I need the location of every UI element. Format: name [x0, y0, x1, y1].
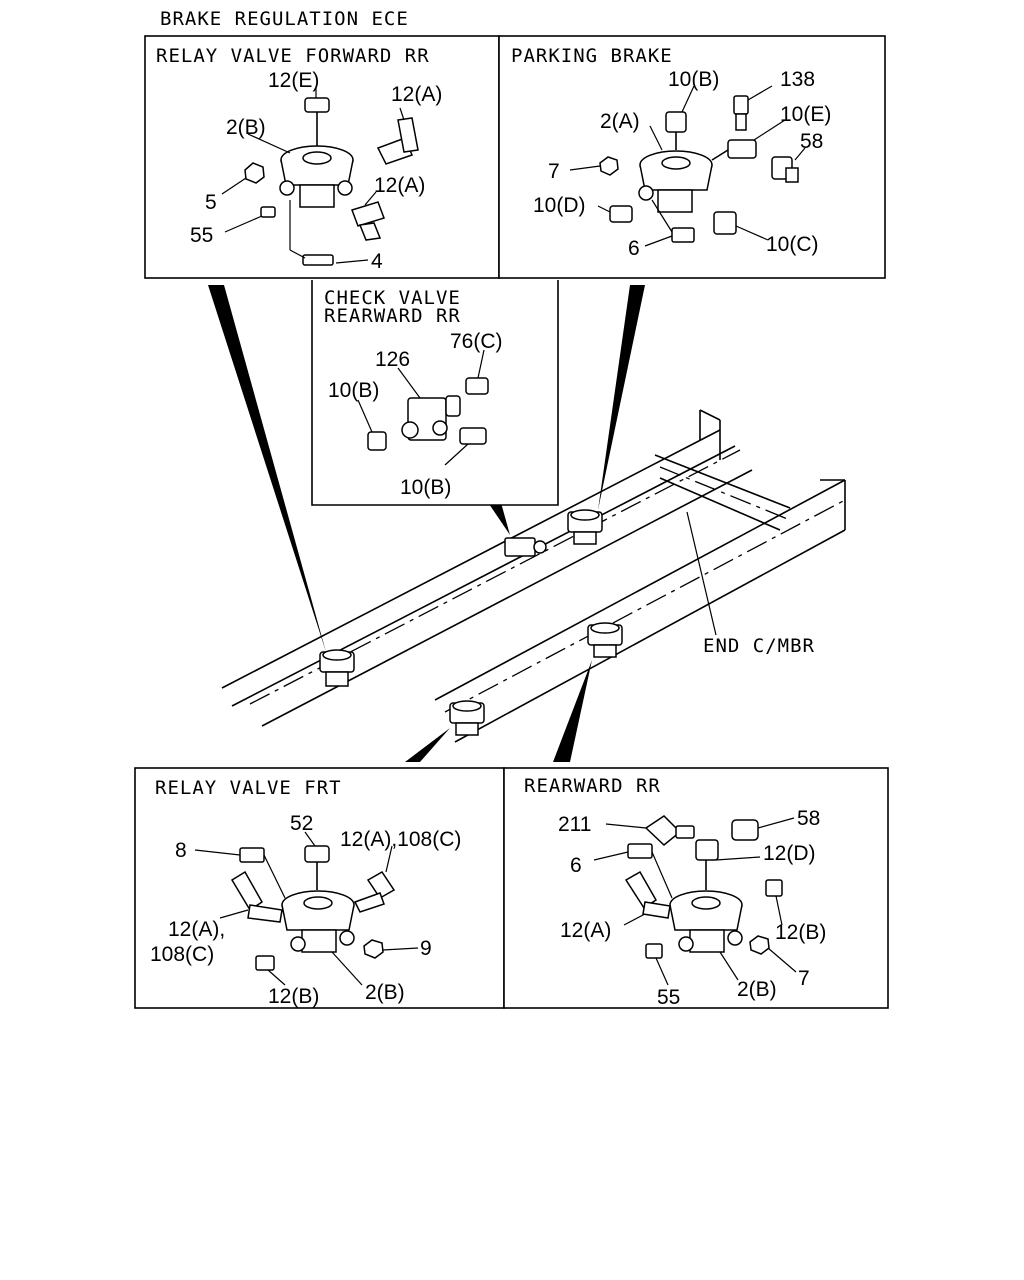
- part-label: 10(D): [533, 194, 586, 217]
- relay-valve-icon: [279, 145, 354, 208]
- elbow-fitting-icon: [644, 815, 695, 846]
- part-label: 4: [371, 250, 383, 273]
- panel-parking-brake: PARKING BRAKE: [498, 35, 886, 279]
- tee-fitting-icon: [695, 839, 719, 890]
- check-valve-icon: [401, 395, 461, 441]
- pipe-fitting-icon: [624, 870, 671, 919]
- part-label: 12(B): [268, 985, 319, 1008]
- pipe-fitting-icon: [230, 870, 283, 923]
- sensor-icon: [733, 95, 749, 131]
- nut-icon: [749, 935, 770, 955]
- part-label: 8: [175, 839, 187, 862]
- callout-wedge-relay-front: [405, 728, 450, 762]
- part-label: 7: [798, 967, 810, 990]
- plug-icon: [255, 955, 275, 971]
- tee-fitting-icon: [711, 139, 757, 161]
- elbow-fitting-icon: [459, 427, 487, 445]
- part-label: 10(B): [328, 379, 379, 402]
- parking-valve-icon: [638, 150, 713, 213]
- part-label: 7: [548, 160, 560, 183]
- part-label: 6: [570, 854, 582, 877]
- frame-valve-relay-forward: [319, 649, 355, 687]
- diagram-title: BRAKE REGULATION ECE: [160, 8, 409, 30]
- part-label: 10(B): [668, 68, 719, 91]
- part-label: 5: [205, 191, 217, 214]
- part-label: 138: [780, 68, 815, 91]
- part-label: 2(B): [226, 116, 266, 139]
- frame-valve-rearward: [587, 622, 623, 658]
- part-label: 12(D): [763, 842, 816, 865]
- panel-title: PARKING BRAKE: [511, 45, 673, 67]
- part-label: 10(C): [766, 233, 819, 256]
- elbow-fitting-icon: [713, 211, 737, 235]
- bolt-icon: [289, 200, 334, 266]
- elbow-fitting-icon: [351, 201, 385, 241]
- bolt-icon: [627, 843, 673, 899]
- panel-title: RELAY VALVE FORWARD RR: [156, 45, 430, 67]
- panel-title: RELAY VALVE FRT: [155, 777, 342, 799]
- panel-relay-valve-forward: RELAY VALVE FORWARD RR: [144, 35, 500, 279]
- part-label: 10(B): [400, 476, 451, 499]
- elbow-fitting-icon: [665, 111, 687, 150]
- part-label: 58: [800, 130, 823, 153]
- part-label: 55: [657, 986, 680, 1009]
- part-label: 108(C): [150, 943, 214, 966]
- tee-fitting-icon: [304, 97, 330, 146]
- part-label: 76(C): [450, 330, 503, 353]
- panel-check-valve: CHECK VALVE REARWARD RR 126 76(C) 10(B) …: [311, 280, 559, 506]
- part-label: 12(A): [374, 174, 425, 197]
- part-label: 12(E): [268, 69, 319, 92]
- plug-icon: [645, 943, 663, 959]
- panel-relay-valve-front: RELAY VALVE FRT: [134, 767, 505, 1009]
- elbow-fitting-icon: [376, 117, 419, 165]
- frame-valve-parking: [567, 509, 603, 545]
- tee-fitting-icon: [304, 845, 330, 890]
- part-label: 12(A): [391, 83, 442, 106]
- part-label: 10(E): [780, 103, 831, 126]
- pipe-fitting-icon: [353, 871, 396, 913]
- plug-icon: [765, 879, 783, 897]
- part-label: 2(B): [365, 981, 405, 1004]
- part-label: 6: [628, 237, 640, 260]
- nut-icon: [363, 939, 384, 959]
- part-label: 126: [375, 348, 410, 371]
- part-label: 2(A): [600, 110, 640, 133]
- connector-icon: [465, 377, 489, 395]
- elbow-fitting-icon: [367, 431, 387, 451]
- bolt-icon: [651, 199, 695, 243]
- part-label: 9: [420, 937, 432, 960]
- part-label: 12(A): [560, 919, 611, 942]
- part-label: 12(B): [775, 921, 826, 944]
- part-label: 58: [797, 807, 820, 830]
- part-label: 211: [558, 813, 591, 836]
- connector-icon: [771, 156, 799, 183]
- callout-wedge-rearward: [553, 660, 592, 762]
- part-label: 52: [290, 812, 313, 835]
- nut-icon: [244, 162, 265, 184]
- relay-valve-icon: [669, 890, 743, 953]
- panel-title-line1: CHECK VALVE: [324, 287, 461, 309]
- nut-icon: [599, 156, 619, 176]
- panel-rearward: REARWARD RR: [503, 767, 889, 1009]
- part-label: 55: [190, 224, 213, 247]
- connector-icon: [731, 819, 759, 841]
- fitting-icon: [609, 205, 633, 223]
- end-cross-member-label: END C/MBR: [703, 635, 815, 657]
- plug-icon: [260, 206, 276, 218]
- part-label: 12(A),108(C): [340, 828, 461, 851]
- frame-valve-relay-front: [449, 700, 485, 736]
- callout-wedge-parking: [598, 285, 645, 510]
- panel-title-line2: REARWARD RR: [324, 305, 461, 327]
- callout-wedge-relay-forward: [208, 285, 326, 652]
- part-label: 12(A),: [168, 918, 225, 941]
- frame-valve-check: [504, 537, 547, 557]
- relay-valve-icon: [281, 890, 355, 953]
- part-label: 2(B): [737, 978, 777, 1001]
- panel-title: REARWARD RR: [524, 775, 661, 797]
